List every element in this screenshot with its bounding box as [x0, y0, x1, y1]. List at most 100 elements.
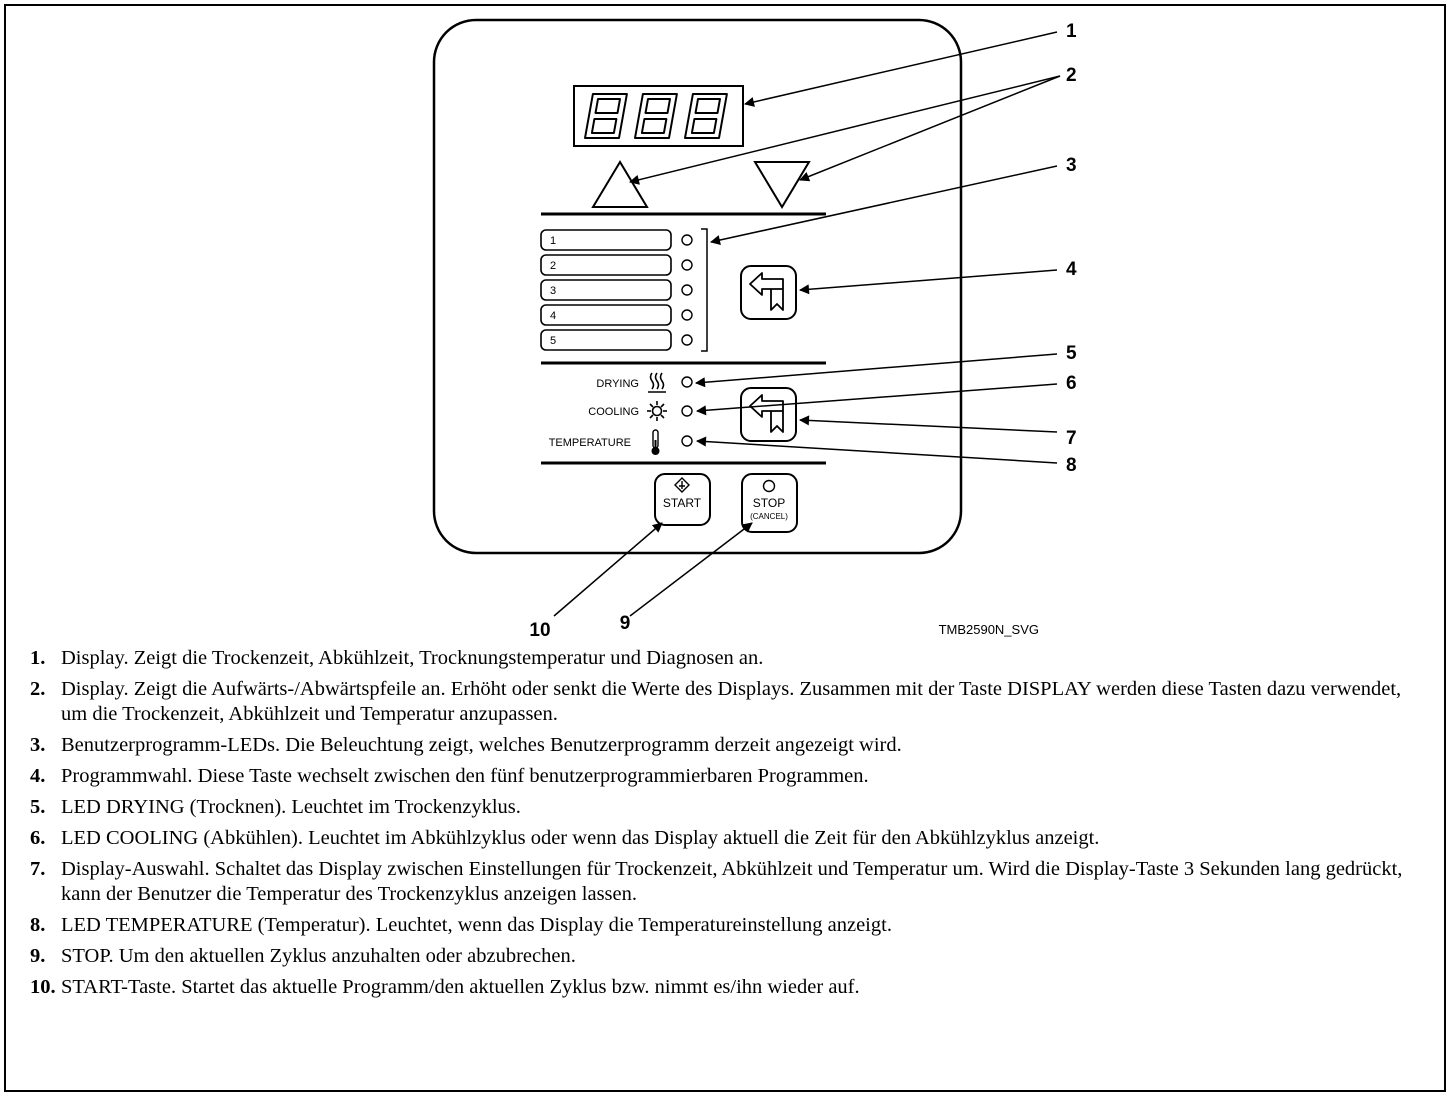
display-digit-segment: [634, 93, 678, 139]
display-digit-segment: [644, 98, 671, 114]
control-panel-diagram: 1 2 3 4 5 DRYING COOLING TEMPERATURE: [432, 18, 1077, 640]
legend-text: Benutzerprogramm-LEDs. Die Beleuchtung z…: [61, 734, 902, 756]
start-label: START: [663, 496, 702, 510]
callout-6: 6: [1066, 373, 1077, 394]
program-number: 1: [550, 235, 556, 247]
legend-number: 6.: [30, 827, 46, 849]
heat-waves-icon: [648, 372, 666, 393]
program-led-1: [681, 234, 693, 246]
callout-2: 2: [1066, 65, 1077, 86]
legend-number: 5.: [30, 796, 46, 818]
drying-label: DRYING: [596, 378, 639, 390]
leader-7: [799, 415, 1058, 433]
start-diamond-icon: [674, 477, 690, 493]
program-led-5: [681, 334, 693, 346]
callout-7: 7: [1066, 428, 1077, 449]
legend-number: 10.: [30, 976, 56, 998]
cancel-label: (CANCEL): [750, 512, 788, 521]
program-select-button[interactable]: [740, 265, 797, 320]
callout-4: 4: [1066, 259, 1077, 280]
display-digit-segment: [640, 118, 668, 134]
leader-1: [744, 31, 1058, 107]
temperature-label: TEMPERATURE: [549, 437, 631, 449]
digital-display: [573, 85, 744, 147]
start-button[interactable]: START: [654, 473, 711, 526]
legend-number: 1.: [30, 647, 46, 669]
figure-frame: [4, 4, 1446, 1092]
callout-1: 1: [1066, 21, 1077, 42]
legend-list: 1. Display. Zeigt die Trockenzeit, Abkühl…: [30, 646, 1430, 1006]
callout-leaders: [553, 31, 1061, 617]
legend-number: 9.: [30, 945, 46, 967]
display-select-button[interactable]: [740, 387, 797, 442]
program-number: 5: [550, 335, 556, 347]
legend-item: 8.LED TEMPERATURE (Temperatur). Leuchtet…: [30, 913, 1430, 938]
figure-code: TMB2590N_SVG: [939, 622, 1039, 637]
leader-5: [695, 353, 1058, 388]
legend-item: 5. LED DRYING (Trocknen). Leuchtet im Tro…: [30, 795, 1430, 820]
stop-circle-icon: [762, 479, 776, 493]
leader-8: [696, 436, 1058, 464]
callout-9: 9: [620, 613, 631, 634]
legend-item: 9. STOP. Um den aktuellen Zyklus anzuhalt…: [30, 944, 1430, 969]
callout-8: 8: [1066, 455, 1077, 476]
legend-item: 4. Programmwahl. Diese Taste wechselt zwi…: [30, 764, 1430, 789]
program-button-3[interactable]: 3: [540, 279, 672, 301]
leader-2a: [629, 75, 1061, 185]
temperature-led: [681, 435, 693, 447]
legend-item: 10.START-Taste. Startet das aktuelle Pro…: [30, 975, 1430, 1000]
drying-led: [681, 376, 693, 388]
legend-text: Display-Auswahl. Schaltet das Display zw…: [61, 858, 1403, 905]
up-arrow-button[interactable]: [591, 160, 649, 208]
display-digit-segment: [684, 93, 728, 139]
leader-6: [696, 383, 1058, 416]
program-button-1[interactable]: 1: [540, 229, 672, 251]
legend-number: 3.: [30, 734, 46, 756]
program-led-4: [681, 309, 693, 321]
legend-text: START-Taste. Startet das aktuelle Progra…: [61, 976, 860, 998]
legend-text: Programmwahl. Diese Taste wechselt zwisc…: [61, 765, 869, 787]
callout-3: 3: [1066, 155, 1077, 176]
program-button-4[interactable]: 4: [540, 304, 672, 326]
callout-5: 5: [1066, 343, 1077, 364]
program-led-bracket: [701, 228, 708, 352]
thermometer-icon: [651, 429, 660, 455]
stop-button[interactable]: STOP (CANCEL): [741, 473, 798, 533]
snowflake-icon: [647, 401, 667, 421]
program-buttons: 1 2 3 4 5: [540, 229, 693, 351]
program-button-2[interactable]: 2: [540, 254, 672, 276]
program-number: 4: [550, 310, 556, 322]
display-digit-segment: [594, 98, 621, 114]
callout-10: 10: [529, 620, 550, 640]
display-digit-segment: [694, 98, 721, 114]
legend-text: Display. Zeigt die Aufwärts-/Abwärtspfei…: [61, 678, 1402, 725]
leader-4: [799, 269, 1058, 295]
cooling-label: COOLING: [588, 406, 639, 418]
legend-number: 2.: [30, 678, 46, 700]
legend-text: Display. Zeigt die Trockenzeit, Abkühlze…: [61, 647, 764, 669]
program-button-5[interactable]: 5: [540, 329, 672, 351]
leader-10: [553, 522, 663, 617]
display-digit-segment: [590, 118, 618, 134]
legend-number: 8.: [30, 914, 46, 936]
cooling-led: [681, 405, 693, 417]
legend-item: 2. Display. Zeigt die Aufwärts-/Abwärtspf…: [30, 677, 1430, 727]
leader-9: [629, 522, 753, 617]
program-number: 2: [550, 260, 556, 272]
control-panel: [432, 18, 963, 555]
display-digit-segment: [690, 118, 718, 134]
legend-item: 6. LED COOLING (Abkühlen). Leuchtet im Ab…: [30, 826, 1430, 851]
legend-item: 3. Benutzerprogramm-LEDs. Die Beleuchtung…: [30, 733, 1430, 758]
legend-text: STOP. Um den aktuellen Zyklus anzuhalten…: [61, 945, 576, 967]
stop-label: STOP: [753, 496, 785, 510]
legend-text: LED COOLING (Abkühlen). Leuchtet im Abkü…: [61, 827, 1100, 849]
down-arrow-button[interactable]: [753, 161, 811, 209]
program-led-2: [681, 259, 693, 271]
legend-number: 7.: [30, 858, 46, 880]
legend-number: 4.: [30, 765, 46, 787]
leader-2b: [799, 75, 1061, 182]
display-digit-segment: [584, 93, 628, 139]
legend-item: 1. Display. Zeigt die Trockenzeit, Abkühl…: [30, 646, 1430, 671]
legend-item: 7. Display-Auswahl. Schaltet das Display …: [30, 857, 1430, 907]
legend-text: LED DRYING (Trocknen). Leuchtet im Trock…: [61, 796, 521, 818]
